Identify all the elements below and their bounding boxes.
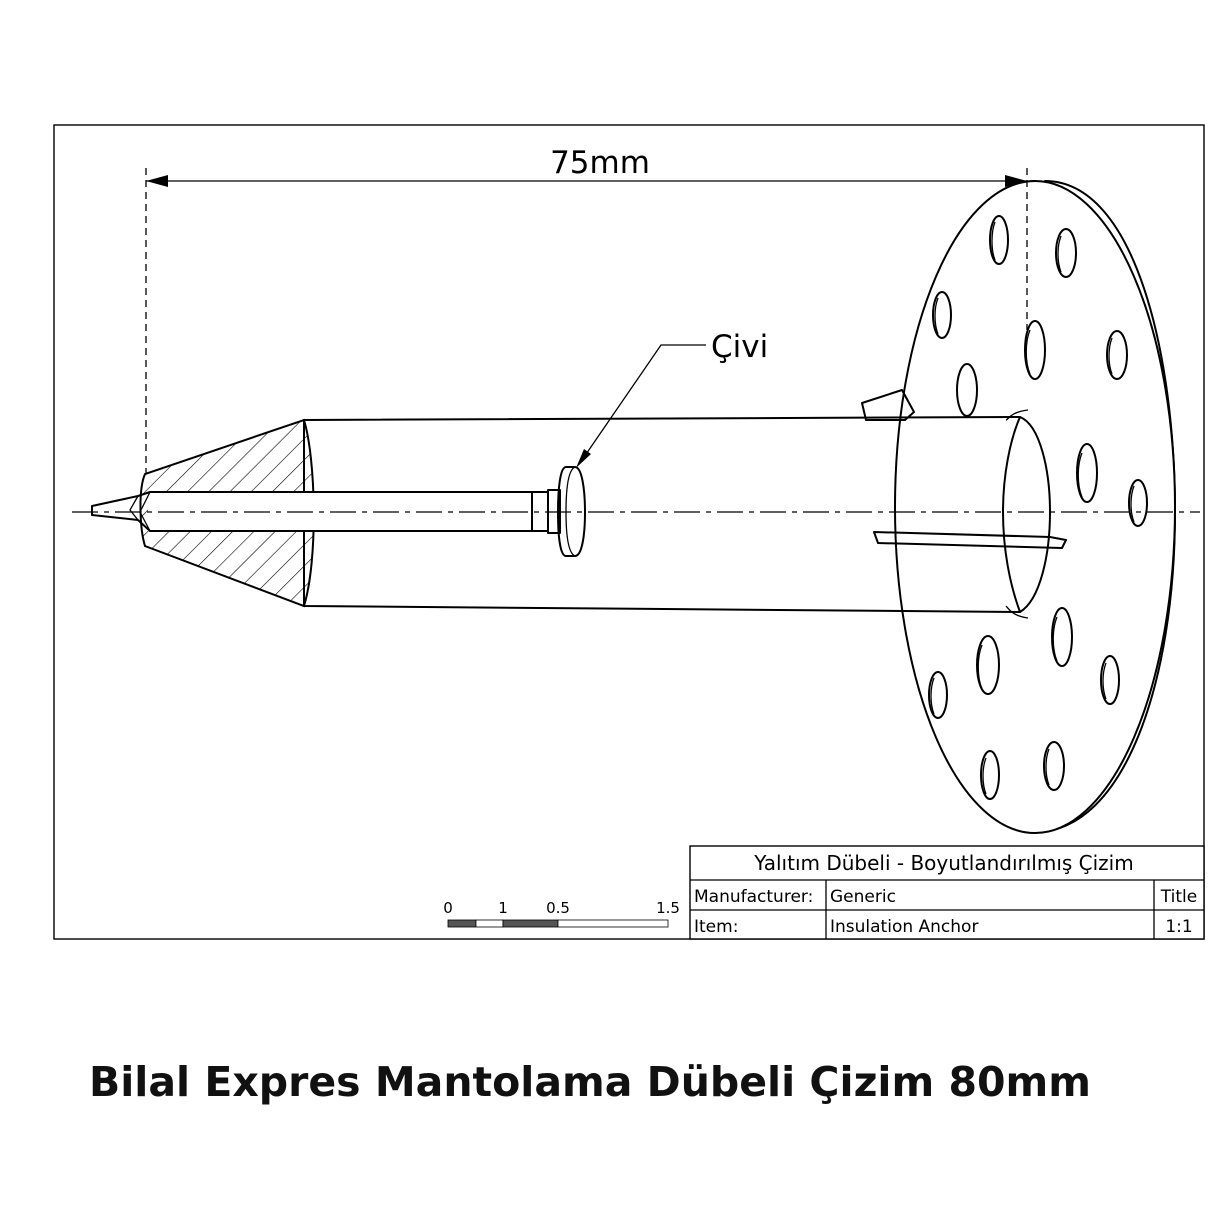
item-label: Item:	[694, 917, 738, 937]
scale-label-1: 1	[498, 899, 508, 917]
title-block-heading: Yalıtım Dübeli - Boyutlandırılmış Çizim	[753, 851, 1133, 875]
washer-holes	[928, 215, 1148, 800]
manufacturer-value: Generic	[830, 887, 896, 907]
scale-label-3: 1.5	[656, 899, 680, 917]
callout-label: Çivi	[711, 329, 768, 365]
cone-section	[139, 418, 318, 608]
washer-disc	[894, 180, 1176, 834]
title-label: Title	[1160, 887, 1197, 907]
manufacturer-label: Manufacturer:	[694, 887, 813, 907]
title-block	[689, 845, 1205, 940]
drawing-frame	[53, 124, 1205, 940]
scale-label-0: 0	[443, 899, 453, 917]
lower-fin	[873, 531, 1067, 549]
scale-value: 1:1	[1165, 917, 1192, 937]
dimension-75	[145, 168, 1028, 474]
nail-callout	[576, 344, 706, 468]
dimension-label: 75mm	[550, 145, 650, 181]
scale-label-2: 0.5	[546, 899, 570, 917]
caption: Bilal Expres Mantolama Dübeli Çizim 80mm	[89, 1058, 1091, 1106]
item-value: Insulation Anchor	[830, 917, 978, 937]
scale-bar	[447, 919, 669, 928]
